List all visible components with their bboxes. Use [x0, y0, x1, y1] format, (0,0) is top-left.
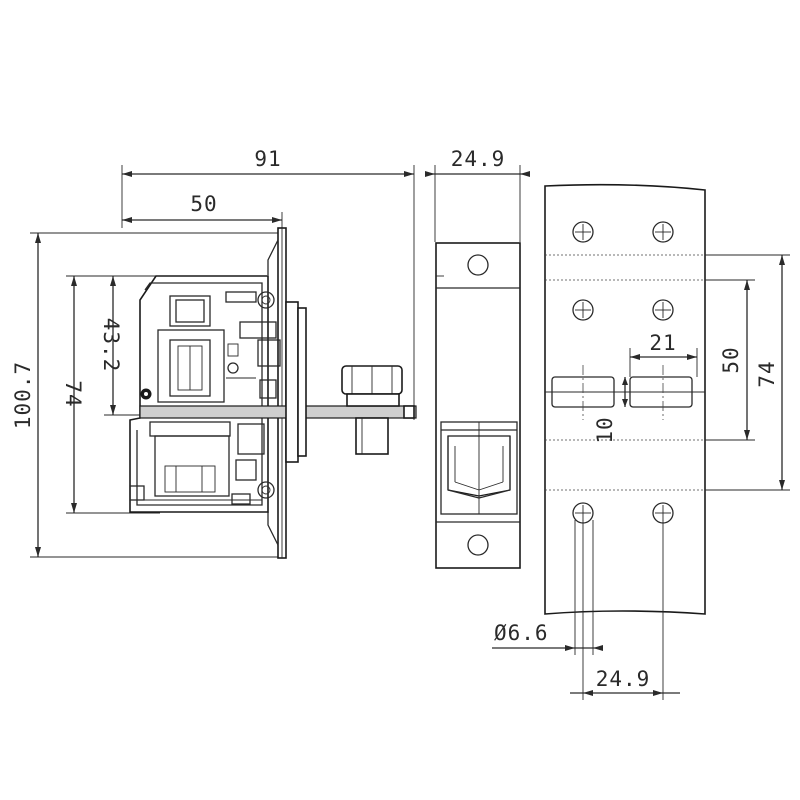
dim-label-50: 50	[190, 192, 217, 216]
dim-label-24-9-top: 24.9	[451, 147, 506, 171]
dim-label-50-right: 50	[719, 346, 743, 373]
dim-label-74-left: 74	[61, 380, 85, 407]
module-front-view	[435, 242, 521, 569]
breaker-side-view	[129, 227, 417, 559]
dimension-overall-depth: 91	[121, 147, 415, 420]
dimension-hole-diameter: Ø6.6	[492, 621, 603, 651]
dim-label-10: 10	[593, 416, 617, 443]
dimension-flange-height: 74	[61, 275, 160, 514]
dimension-module-width-bottom: 24.9	[570, 667, 680, 696]
dimension-body-depth: 50	[122, 192, 283, 228]
dimension-panel-height: 74	[705, 254, 790, 491]
dim-label-74-right: 74	[755, 360, 779, 387]
dim-label-100-7: 100.7	[11, 361, 35, 429]
dimension-module-width-top: 24.9	[425, 147, 530, 242]
handle-assembly	[341, 365, 415, 455]
dimension-hole-spacing: 21	[629, 331, 698, 377]
dimension-slot-height: 10	[593, 377, 628, 444]
dim-label-21: 21	[649, 331, 676, 355]
mounting-holes	[572, 221, 674, 524]
dim-label-24-9-bottom: 24.9	[596, 667, 651, 691]
dimension-cutout-height: 50	[705, 279, 755, 441]
dim-label-hole-diameter: Ø6.6	[494, 621, 549, 645]
dim-label-43-2: 43.2	[99, 318, 123, 373]
dimension-body-height: 43.2	[99, 276, 140, 416]
panel-cutout-view	[544, 183, 706, 700]
dim-label-91: 91	[254, 147, 281, 171]
dimension-overall-height: 100.7	[11, 232, 282, 558]
